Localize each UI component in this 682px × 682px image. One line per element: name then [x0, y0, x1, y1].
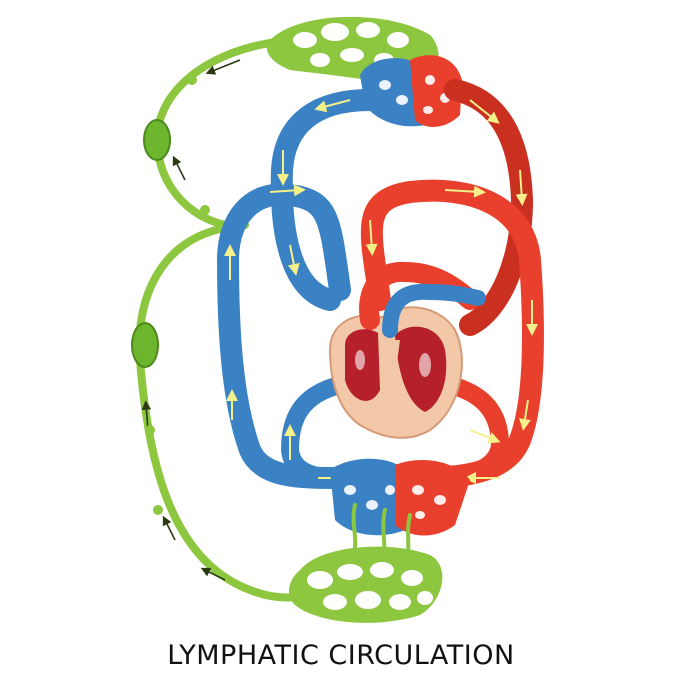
lymph-node-icon — [131, 322, 159, 368]
lymph-node-icon — [143, 119, 171, 161]
veins — [216, 89, 381, 489]
capillary-bed-upper — [266, 16, 462, 127]
lymph-vessel-lower — [135, 224, 324, 602]
heart-icon — [328, 261, 486, 439]
pulmonary-artery — [382, 283, 486, 338]
vein-lower-branch — [280, 376, 349, 487]
lymphatic-circulation-diagram — [131, 16, 544, 623]
vein-left-loop — [216, 183, 351, 489]
heart-septum — [382, 340, 400, 400]
vein-capillary-upper — [360, 58, 425, 127]
vein-capillary-lower — [330, 458, 405, 536]
capillary-bed-lower — [288, 458, 470, 623]
artery-capillary-upper — [410, 55, 462, 127]
lymph-nodes — [131, 75, 210, 515]
artery-right-loop — [360, 179, 544, 489]
diagram-caption: LYMPHATIC CIRCULATION — [167, 640, 515, 671]
artery-capillary-lower — [395, 460, 470, 536]
